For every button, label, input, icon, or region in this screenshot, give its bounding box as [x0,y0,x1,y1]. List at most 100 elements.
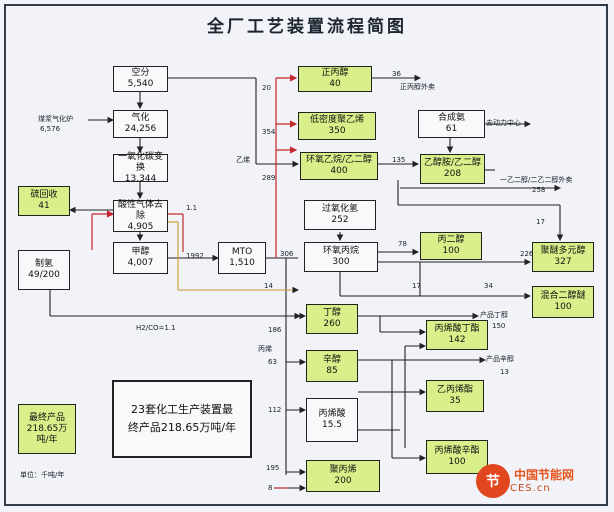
label-ratio-11: 1.1 [186,204,198,212]
flow-number: 195 [266,464,280,472]
box-value: 13,344 [124,173,157,184]
final-unit: 吨/年 [36,434,58,445]
box-propylene-oxide[interactable]: 环氧丙烷 300 [304,242,378,272]
box-value: 5,540 [127,79,154,89]
box-value: 400 [330,166,348,176]
flow-number: 150 [492,322,506,330]
box-value: 1,510 [229,258,255,268]
flow-number: 112 [268,406,282,414]
box-ammonia-synthesis[interactable]: 合成氨 61 [418,110,485,138]
box-label: 聚丙烯 [329,465,357,475]
box-propylene-glycol[interactable]: 丙二醇 100 [420,232,482,260]
box-butanol[interactable]: 丁醇 260 [306,304,358,334]
box-polypropylene[interactable]: 聚丙烯 200 [306,460,380,492]
coal-gasifier-value: 6,576 [40,125,61,133]
label-h2-co-ratio: H2/CO=1.1 [136,324,176,332]
box-methanol[interactable]: 甲醇 4,007 [113,242,168,274]
box-label: 聚醚多元醇 [540,246,586,256]
summary-line-1: 23套化工生产装置最 [131,403,233,416]
flow-number: 63 [268,358,277,366]
summary-line-2: 终产品218.65万吨/年 [127,421,237,434]
flow-number: 78 [398,240,407,248]
box-value: 61 [445,124,458,134]
box-label: 气化 [131,113,150,123]
box-polyether-polyol[interactable]: 聚醚多元醇 327 [532,242,594,272]
flow-number: 258 [532,186,546,194]
box-value: 100 [442,246,460,256]
box-air-separation[interactable]: 空分 5,540 [113,66,168,92]
box-ethyl-acrylate[interactable]: 乙丙烯酯 35 [426,380,484,412]
coal-gasifier-label: 煤浆气化炉 [38,115,73,123]
watermark-sub: CES.cn [510,483,551,494]
box-eo-eg[interactable]: 环氧乙烷/乙二醇 400 [300,152,378,180]
box-value: 41 [38,201,50,211]
box-label: 环氧丙烷 [322,246,359,256]
box-label: 制氢 [34,259,53,269]
box-n-propanol[interactable]: 正丙醇 40 [298,66,372,92]
box-label: 过氧化氢 [321,204,358,214]
box-label: 硫回收 [30,190,58,200]
box-label: 乙丙烯酯 [436,385,473,395]
box-hydrogen[interactable]: 制氢 49/200 [18,250,70,290]
flow-number: 20 [262,84,271,92]
box-mixed-glycol-ether[interactable]: 混合二醇醚 100 [532,286,594,318]
label-glycol-export: 一乙二醇/二乙二醇外卖 [500,176,573,184]
box-acrylic-acid[interactable]: 丙烯酸 15.5 [306,398,358,442]
box-label: 酸性气体去除 [117,199,163,221]
label-to-propanol: 正丙醇外卖 [400,83,435,91]
box-value: 200 [334,476,352,486]
box-value: 24,256 [124,124,157,134]
label-to-power: 去动力中心 [486,119,521,127]
box-value: 252 [331,215,349,225]
box-label: 乙醇胺/乙二醇 [423,158,482,168]
flow-number: 135 [392,156,406,164]
box-mto[interactable]: MTO 1,510 [218,242,266,274]
box-ldpe[interactable]: 低密度聚乙烯 350 [298,112,376,140]
box-value: 100 [448,457,466,467]
box-label: 甲醇 [131,247,150,257]
box-ethanolamine[interactable]: 乙醇胺/乙二醇 208 [420,154,485,184]
box-label: 丙烯酸辛酯 [434,446,480,456]
box-value: 15.5 [321,420,343,430]
ces-watermark: 节 中国节能网 CES.cn [476,458,610,504]
flow-number: 1992 [186,252,204,260]
units-note: 单位：千吨/年 [20,471,65,479]
flow-number: 186 [268,326,282,334]
box-label: 合成氨 [437,113,465,123]
box-hydrogen-peroxide[interactable]: 过氧化氢 252 [304,200,376,230]
box-value: 350 [328,126,346,136]
box-octanol[interactable]: 辛醇 85 [306,350,358,382]
box-sulfur-recovery[interactable]: 硫回收 41 [18,186,70,216]
box-label: 低密度聚乙烯 [309,115,364,125]
box-gasification[interactable]: 气化 24,256 [113,110,168,138]
box-octyl-acrylate[interactable]: 丙烯酸辛酯 100 [426,440,488,474]
box-co-shift[interactable]: 一氧化碳变换 13,344 [113,151,168,184]
flow-number: 289 [262,174,276,182]
label-butanol-product: 产品丁醇 [480,311,508,319]
flow-number: 36 [392,70,401,78]
box-label: 空分 [131,68,150,78]
label-octanol-product: 产品辛醇 [486,355,514,363]
box-value: 4,007 [127,258,154,268]
box-value: 100 [554,302,572,312]
box-value: 327 [554,257,572,267]
box-label: 正丙醇 [321,68,349,78]
box-acid-gas-removal[interactable]: 酸性气体去除 4,905 [113,200,168,232]
box-value: 142 [448,335,466,345]
flow-number: 8 [268,484,273,492]
box-value: 40 [329,79,341,89]
watermark-text: 中国节能网 [514,468,575,482]
final-products-box: 最终产品 218.65万 吨/年 [18,404,76,454]
box-label: 混合二醇醚 [540,291,586,301]
box-label: 一氧化碳变换 [117,151,163,173]
flow-number: 14 [264,282,273,290]
flow-number: 17 [536,218,545,226]
summary-box: 23套化工生产装置最 终产品218.65万吨/年 [112,380,252,458]
box-value: 85 [326,366,338,376]
box-value: 49/200 [28,270,60,280]
label-ethylene: 乙烯 [236,156,250,164]
box-butyl-acrylate[interactable]: 丙烯酸丁酯 142 [426,320,488,350]
box-label: 环氧乙烷/乙二醇 [305,155,373,165]
